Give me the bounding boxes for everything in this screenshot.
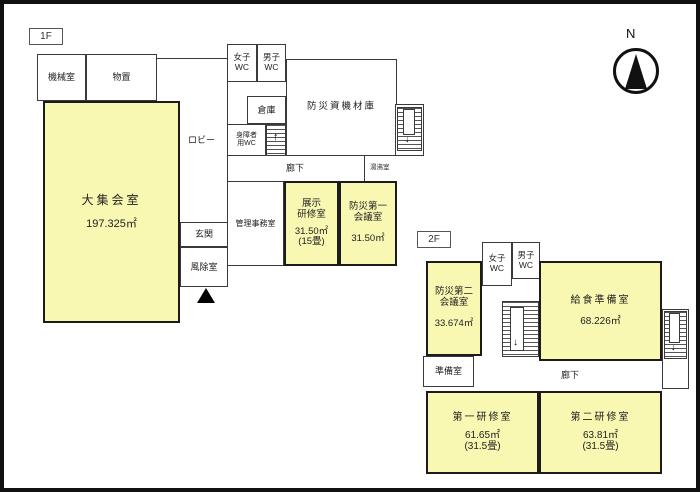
room-area: 31.50㎡ [294, 225, 329, 237]
room-entrance: 玄関 [180, 222, 228, 247]
room-label: 女子 WC [488, 253, 506, 273]
room-label: 女子 WC [233, 52, 251, 72]
lobby-text: ロビー [188, 135, 216, 145]
room-label: 防災第一 会議室 [348, 201, 387, 224]
corridor-label-1f: 廊下 [286, 161, 304, 174]
compass-icon [613, 48, 659, 94]
corridor-text: 廊下 [561, 370, 580, 380]
room-label: 倉庫 [257, 104, 276, 115]
stair-down-arrow-icon: ↓ [405, 134, 410, 144]
room-label: 身障者 用WC [236, 131, 257, 147]
room-area: 197.325㎡ [86, 217, 137, 230]
room-label: 風除室 [190, 261, 218, 272]
entrance-marker-icon [197, 288, 215, 303]
room-windbreak: 風除室 [180, 247, 228, 287]
room-exhibition-training: 展示 研修室 31.50㎡ (15畳) [284, 181, 339, 266]
room-mens-wc-1f: 男子 WC [257, 44, 286, 82]
hot-water-room-label: 湯沸室 [370, 161, 390, 171]
staircase-1f-external-landing [403, 109, 415, 135]
staircase-2f-external-landing [669, 313, 680, 343]
hot-water-room-text: 湯沸室 [370, 164, 390, 171]
room-accessible-wc: 身障者 用WC [227, 124, 266, 156]
room-mens-wc-2f: 男子 WC [512, 242, 540, 279]
stair-up-arrow-icon: ↑ [273, 131, 279, 143]
room-meal-prep: 給食準備室 68.226㎡ [539, 261, 662, 361]
floor1-tag: 1F [29, 28, 63, 45]
staircase-2f-internal-landing [510, 307, 524, 351]
room-tatami: (31.5畳) [464, 441, 501, 453]
room-disaster-meeting-2: 防災第二 会議室 33.674㎡ [426, 261, 482, 356]
room-prep: 準備室 [423, 356, 474, 387]
room-label: 機械室 [47, 72, 75, 83]
wall-top-connector [156, 58, 228, 59]
room-area: 33.674㎡ [434, 317, 474, 329]
room-label: 物置 [112, 72, 131, 83]
room-warehouse: 倉庫 [247, 96, 286, 124]
room-label: 管理事務室 [235, 218, 276, 228]
room-training-1: 第一研修室 61.65㎡ (31.5畳) [426, 391, 539, 474]
room-tatami: (15畳) [298, 236, 325, 248]
room-label: 大集会室 [81, 192, 142, 207]
stair-down-arrow-icon: ↓ [671, 342, 676, 352]
room-label: 第一研修室 [452, 412, 513, 424]
compass-needle-icon [625, 54, 647, 89]
wall-lobby-vertical [227, 82, 228, 124]
room-label: 防災資機材庫 [306, 101, 376, 113]
room-area: 63.81㎡ [582, 429, 619, 441]
corridor-label-2f: 廊下 [561, 368, 579, 381]
room-tatami: (31.5畳) [582, 441, 619, 453]
room-label: 準備室 [434, 366, 462, 377]
room-label: 男子 WC [517, 249, 535, 270]
corridor-text: 廊下 [286, 163, 305, 173]
room-area: 31.50㎡ [351, 232, 385, 244]
floor1-tag-label: 1F [40, 31, 52, 42]
room-disaster-meeting-1: 防災第一 会議室 31.50㎡ [339, 181, 397, 266]
room-label: 展示 研修室 [297, 197, 326, 220]
room-label: 男子 WC [262, 52, 280, 72]
room-training-2: 第二研修室 63.81㎡ (31.5畳) [539, 391, 662, 474]
room-label: 玄関 [194, 229, 213, 240]
room-admin-office: 管理事務室 [227, 181, 284, 266]
floor2-tag-label: 2F [428, 234, 440, 245]
compass-n-text: N [626, 26, 636, 41]
room-womens-wc-1f: 女子 WC [227, 44, 257, 82]
compass-north-label: N [626, 26, 635, 41]
room-disaster-equipment-storage: 防災資機材庫 [286, 59, 397, 156]
room-label: 第二研修室 [570, 412, 631, 424]
room-large-assembly: 大集会室 197.325㎡ [43, 101, 180, 323]
room-area: 61.65㎡ [464, 429, 501, 441]
floor2-tag: 2F [417, 231, 451, 248]
lobby-label: ロビー [188, 133, 215, 146]
room-label: 給食準備室 [570, 294, 631, 306]
room-label: 防災第二 会議室 [434, 286, 473, 309]
staircase-1f-internal [266, 124, 286, 156]
wall-corridor-left [227, 156, 228, 181]
room-area: 68.226㎡ [580, 316, 621, 327]
room-womens-wc-2f: 女子 WC [482, 242, 512, 286]
stair-down-arrow-icon: ↓ [513, 337, 518, 348]
wall-hot-water-left [364, 156, 365, 181]
room-machine-room: 機械室 [37, 54, 86, 101]
room-storage: 物置 [86, 54, 157, 101]
